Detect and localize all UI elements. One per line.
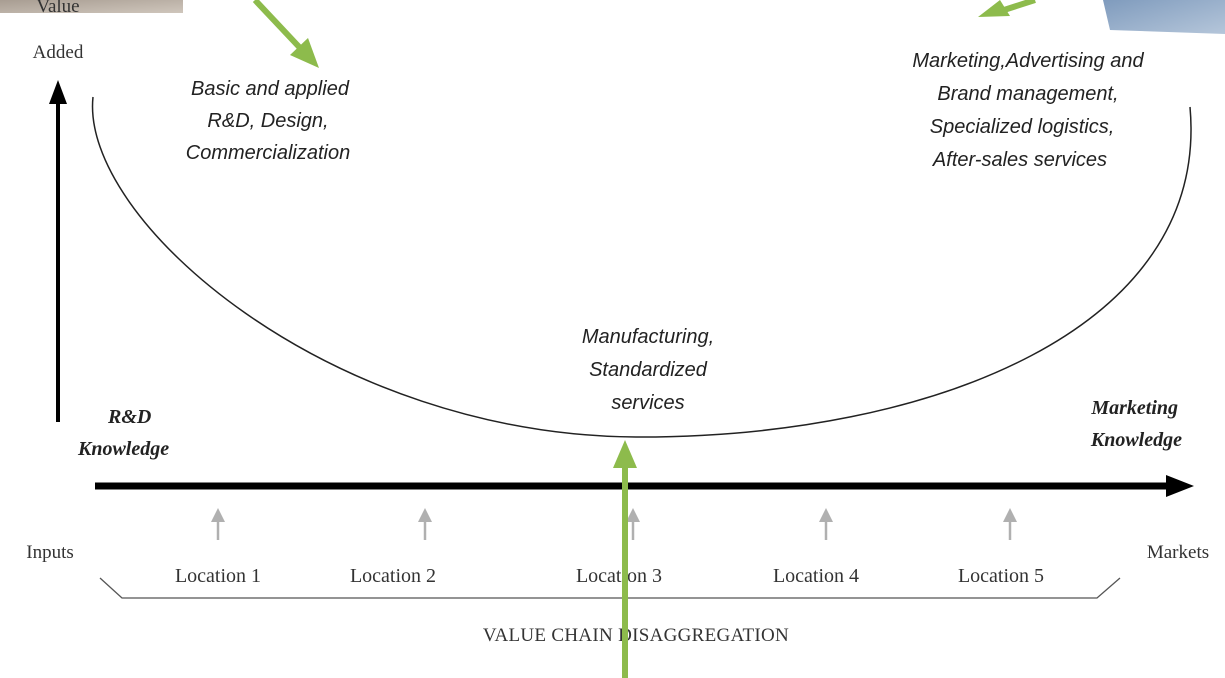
- location-arrows: [211, 508, 1017, 540]
- markets-label: Markets: [1147, 542, 1209, 563]
- left-activity-line1: Basic and applied: [191, 78, 350, 100]
- annotation-arrow-right: [978, 0, 1036, 17]
- y-axis-label-line1: Value: [36, 0, 79, 17]
- inputs-label: Inputs: [26, 542, 74, 563]
- location-arrow-5: [1003, 508, 1017, 540]
- value-added-axis: [49, 80, 67, 422]
- bottom-activity-line1: Manufacturing,: [582, 326, 714, 348]
- rd-knowledge-line2: Knowledge: [77, 438, 169, 460]
- location-label-3: Location 3: [576, 565, 662, 587]
- marketing-knowledge-line2: Knowledge: [1090, 429, 1182, 451]
- location-arrow-1: [211, 508, 225, 540]
- left-activity-line2: R&D, Design,: [207, 110, 328, 132]
- right-activity-line2: Brand management,: [937, 83, 1118, 105]
- corner-image-left: [0, 0, 183, 13]
- right-activity-line4: After-sales services: [932, 149, 1107, 171]
- left-activity-line3: Commercialization: [186, 142, 351, 164]
- right-activity-line3: Specialized logistics,: [930, 116, 1115, 138]
- location-arrow-2: [418, 508, 432, 540]
- location-arrow-4: [819, 508, 833, 540]
- value-chain-disaggregation-label: VALUE CHAIN DISAGGREGATION: [483, 625, 789, 646]
- disaggregation-bracket: [99, 577, 1121, 599]
- location-label-1: Location 1: [175, 565, 261, 587]
- value-chain-axis: [95, 475, 1194, 497]
- location-arrow-3: [626, 508, 640, 540]
- location-label-5: Location 5: [958, 565, 1044, 587]
- bottom-activity-line2: Standardized: [589, 359, 708, 381]
- smile-curve: [91, 96, 1192, 438]
- rd-knowledge-line1: R&D: [107, 406, 151, 428]
- bottom-activity-line3: services: [611, 392, 684, 414]
- corner-image-right: [1103, 0, 1225, 34]
- y-axis-label-line2: Added: [33, 42, 84, 63]
- location-label-2: Location 2: [350, 565, 436, 587]
- marketing-knowledge-line1: Marketing: [1090, 397, 1178, 419]
- location-label-4: Location 4: [773, 565, 859, 587]
- right-activity-line1: Marketing,Advertising and: [912, 50, 1144, 72]
- location-labels: Location 1 Location 2 Location 3 Location 4…: [175, 565, 1044, 587]
- annotation-arrow-center: [613, 440, 637, 678]
- annotation-arrow-left: [252, 0, 319, 68]
